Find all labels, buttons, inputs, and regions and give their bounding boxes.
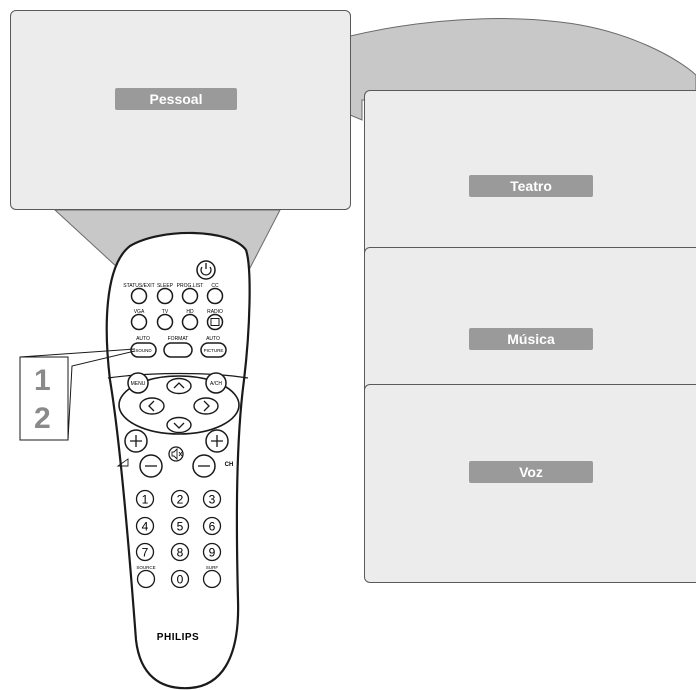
plus-icon bbox=[130, 435, 142, 447]
digit-9-button[interactable]: 9 bbox=[202, 542, 222, 562]
screen-voz: Voz bbox=[364, 384, 696, 583]
mute-button[interactable] bbox=[168, 446, 184, 462]
digit-label: 9 bbox=[209, 546, 216, 560]
digit-label: 4 bbox=[142, 520, 149, 534]
hd-button[interactable] bbox=[181, 313, 199, 331]
radio-button[interactable] bbox=[206, 313, 224, 331]
callout-line-1 bbox=[19, 348, 136, 358]
digit-label: 3 bbox=[209, 493, 216, 507]
mode-label-teatro: Teatro bbox=[469, 175, 593, 197]
mode-label-musica: Música bbox=[469, 328, 593, 350]
digit-7-button[interactable]: 7 bbox=[135, 542, 155, 562]
digit-label: 5 bbox=[177, 520, 184, 534]
digit-8-button[interactable]: 8 bbox=[170, 542, 190, 562]
chevron-up-icon bbox=[173, 382, 185, 389]
auto-picture-bottom-label: PICTURE bbox=[204, 348, 224, 353]
status-exit-label: STATUS/EXIT bbox=[123, 283, 154, 289]
format-label: FORMAT bbox=[168, 336, 189, 342]
digit-label: 8 bbox=[177, 546, 184, 560]
format-button[interactable] bbox=[163, 342, 193, 358]
source-button[interactable] bbox=[136, 569, 156, 589]
status-exit-button[interactable] bbox=[130, 287, 148, 305]
digit-3-button[interactable]: 3 bbox=[202, 489, 222, 509]
digit-label: 0 bbox=[177, 573, 184, 587]
auto-sound-button[interactable]: SOUND bbox=[130, 342, 157, 358]
cc-label: CC bbox=[211, 283, 219, 289]
digit-5-button[interactable]: 5 bbox=[170, 516, 190, 536]
cc-button[interactable] bbox=[206, 287, 224, 305]
vga-button[interactable] bbox=[130, 313, 148, 331]
digit-keypad: 1 2 3 4 5 6 7 8 9 0 bbox=[135, 489, 222, 589]
digit-2-button[interactable]: 2 bbox=[170, 489, 190, 509]
step-two: 2 bbox=[34, 402, 51, 435]
digit-6-button[interactable]: 6 bbox=[202, 516, 222, 536]
prog-list-button[interactable] bbox=[181, 287, 199, 305]
down-button[interactable] bbox=[166, 416, 192, 434]
plus-icon bbox=[211, 435, 223, 447]
digit-label: 1 bbox=[142, 493, 149, 507]
channel-up-button[interactable] bbox=[205, 429, 229, 453]
right-button[interactable] bbox=[193, 397, 219, 415]
ach-label: A/CH bbox=[210, 381, 222, 387]
digit-label: 6 bbox=[209, 520, 216, 534]
left-button[interactable] bbox=[139, 397, 165, 415]
menu-label: MENU bbox=[131, 381, 146, 387]
mute-icon bbox=[171, 447, 183, 461]
body-divider bbox=[107, 372, 249, 379]
radio-icon bbox=[210, 318, 220, 326]
up-button[interactable] bbox=[166, 377, 192, 395]
digit-0-button[interactable]: 0 bbox=[170, 569, 190, 589]
ach-button[interactable]: A/CH bbox=[205, 372, 227, 394]
ch-label: CH bbox=[225, 462, 234, 468]
channel-down-button[interactable] bbox=[192, 454, 216, 478]
screen-pessoal: Pessoal bbox=[10, 10, 351, 210]
brand-logo: PHILIPS bbox=[157, 632, 199, 643]
prog-list-label: PROG.LIST bbox=[177, 283, 204, 289]
chevron-down-icon bbox=[173, 422, 185, 429]
screen-teatro: Teatro bbox=[364, 90, 696, 260]
hd-label: HD bbox=[186, 309, 194, 315]
chevron-left-icon bbox=[148, 400, 155, 412]
auto-picture-top-label: AUTO bbox=[206, 336, 220, 342]
tv-button[interactable] bbox=[156, 313, 174, 331]
digit-label: 7 bbox=[142, 546, 149, 560]
chevron-right-icon bbox=[203, 400, 210, 412]
vga-label: VGA bbox=[134, 309, 145, 315]
screen-musica: Música bbox=[364, 247, 696, 397]
digit-1-button[interactable]: 1 bbox=[135, 489, 155, 509]
auto-sound-bottom-label: SOUND bbox=[135, 348, 152, 353]
source-label: SOURCE bbox=[136, 565, 155, 570]
mode-label-pessoal: Pessoal bbox=[115, 88, 237, 110]
tv-label: TV bbox=[162, 309, 169, 315]
sleep-label: SLEEP bbox=[157, 283, 174, 289]
volume-icon bbox=[116, 458, 129, 467]
auto-sound-top-label: AUTO bbox=[136, 336, 150, 342]
volume-up-button[interactable] bbox=[124, 429, 148, 453]
auto-picture-button[interactable]: PICTURE bbox=[200, 342, 227, 358]
sleep-button[interactable] bbox=[156, 287, 174, 305]
digit-label: 2 bbox=[177, 493, 184, 507]
power-button[interactable] bbox=[196, 260, 216, 280]
digit-4-button[interactable]: 4 bbox=[135, 516, 155, 536]
mode-label-voz: Voz bbox=[469, 461, 593, 483]
surf-button[interactable] bbox=[202, 569, 222, 589]
menu-button[interactable]: MENU bbox=[127, 372, 149, 394]
step-one: 1 bbox=[34, 364, 51, 397]
radio-label: RADIO bbox=[207, 309, 223, 315]
surf-label: SURF bbox=[206, 565, 219, 570]
volume-down-button[interactable] bbox=[139, 454, 163, 478]
callout-line-2 bbox=[67, 350, 136, 441]
